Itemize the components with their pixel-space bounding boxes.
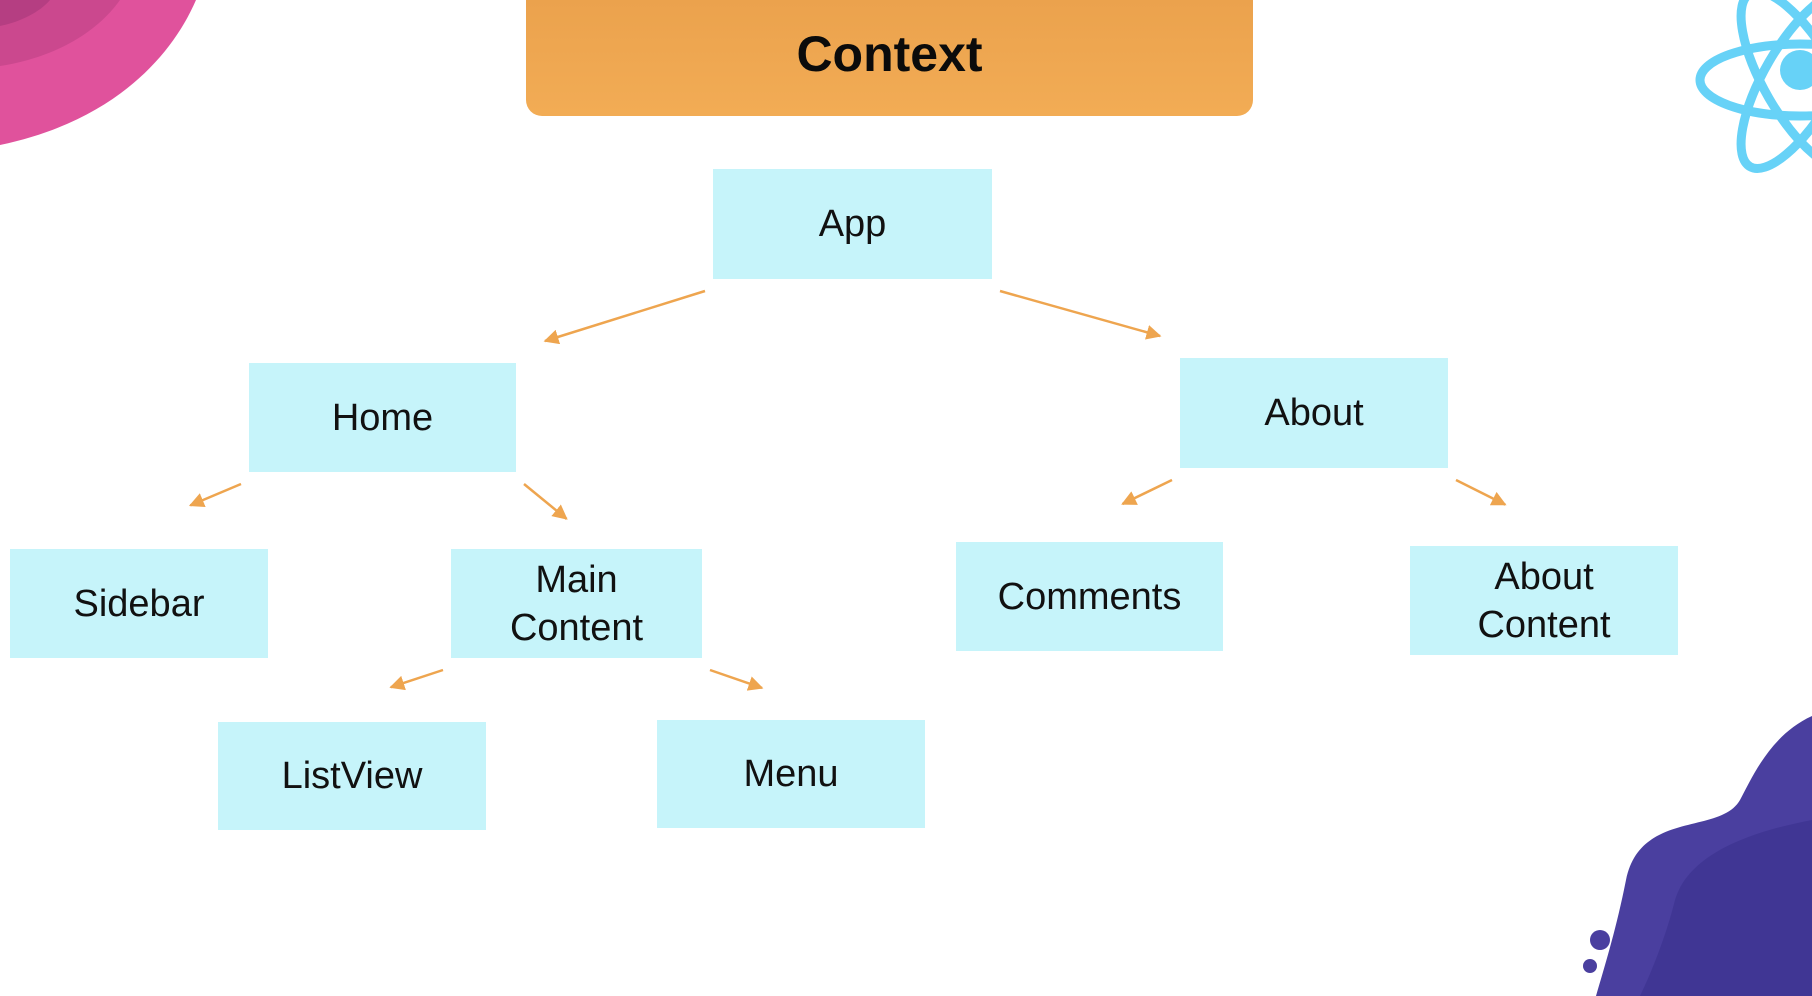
node-app-label: App bbox=[818, 203, 887, 245]
node-about-content: About Content bbox=[1410, 546, 1678, 655]
arrow-app-to-home bbox=[543, 289, 706, 345]
node-home-label: Home bbox=[331, 396, 434, 439]
node-main-content-label: Main Content bbox=[509, 558, 644, 649]
node-sidebar-label: Sidebar bbox=[73, 582, 205, 625]
arrow-home-to-main_content bbox=[523, 483, 568, 520]
node-listview-label: ListView bbox=[281, 755, 423, 797]
react-logo-icon bbox=[1695, 0, 1812, 173]
node-comments: Comments bbox=[956, 542, 1223, 651]
node-about-label: About bbox=[1264, 392, 1364, 434]
node-listview: ListView bbox=[218, 722, 486, 830]
node-app: App bbox=[713, 169, 992, 279]
node-home: Home bbox=[249, 363, 516, 472]
title-banner: Context bbox=[526, 0, 1253, 116]
node-about-content-label: About Content bbox=[1477, 555, 1611, 646]
pink-blob bbox=[0, 0, 196, 145]
node-main-content: Main Content bbox=[451, 549, 702, 658]
node-menu-label: Menu bbox=[743, 753, 839, 795]
node-sidebar: Sidebar bbox=[10, 549, 268, 658]
arrow-about-to-comments bbox=[1121, 478, 1173, 506]
node-about: About bbox=[1180, 358, 1448, 468]
slide-title: Context bbox=[796, 26, 983, 82]
node-comments-label: Comments bbox=[997, 575, 1182, 618]
node-menu: Menu bbox=[657, 720, 925, 828]
arrow-main_content-to-listview bbox=[389, 668, 444, 691]
arrow-main_content-to-menu bbox=[709, 668, 764, 691]
arrow-home-to-sidebar bbox=[188, 482, 242, 508]
arrow-app-to-about bbox=[999, 289, 1162, 340]
purple-blob bbox=[1583, 716, 1812, 996]
arrow-about-to-about_content bbox=[1455, 478, 1507, 506]
